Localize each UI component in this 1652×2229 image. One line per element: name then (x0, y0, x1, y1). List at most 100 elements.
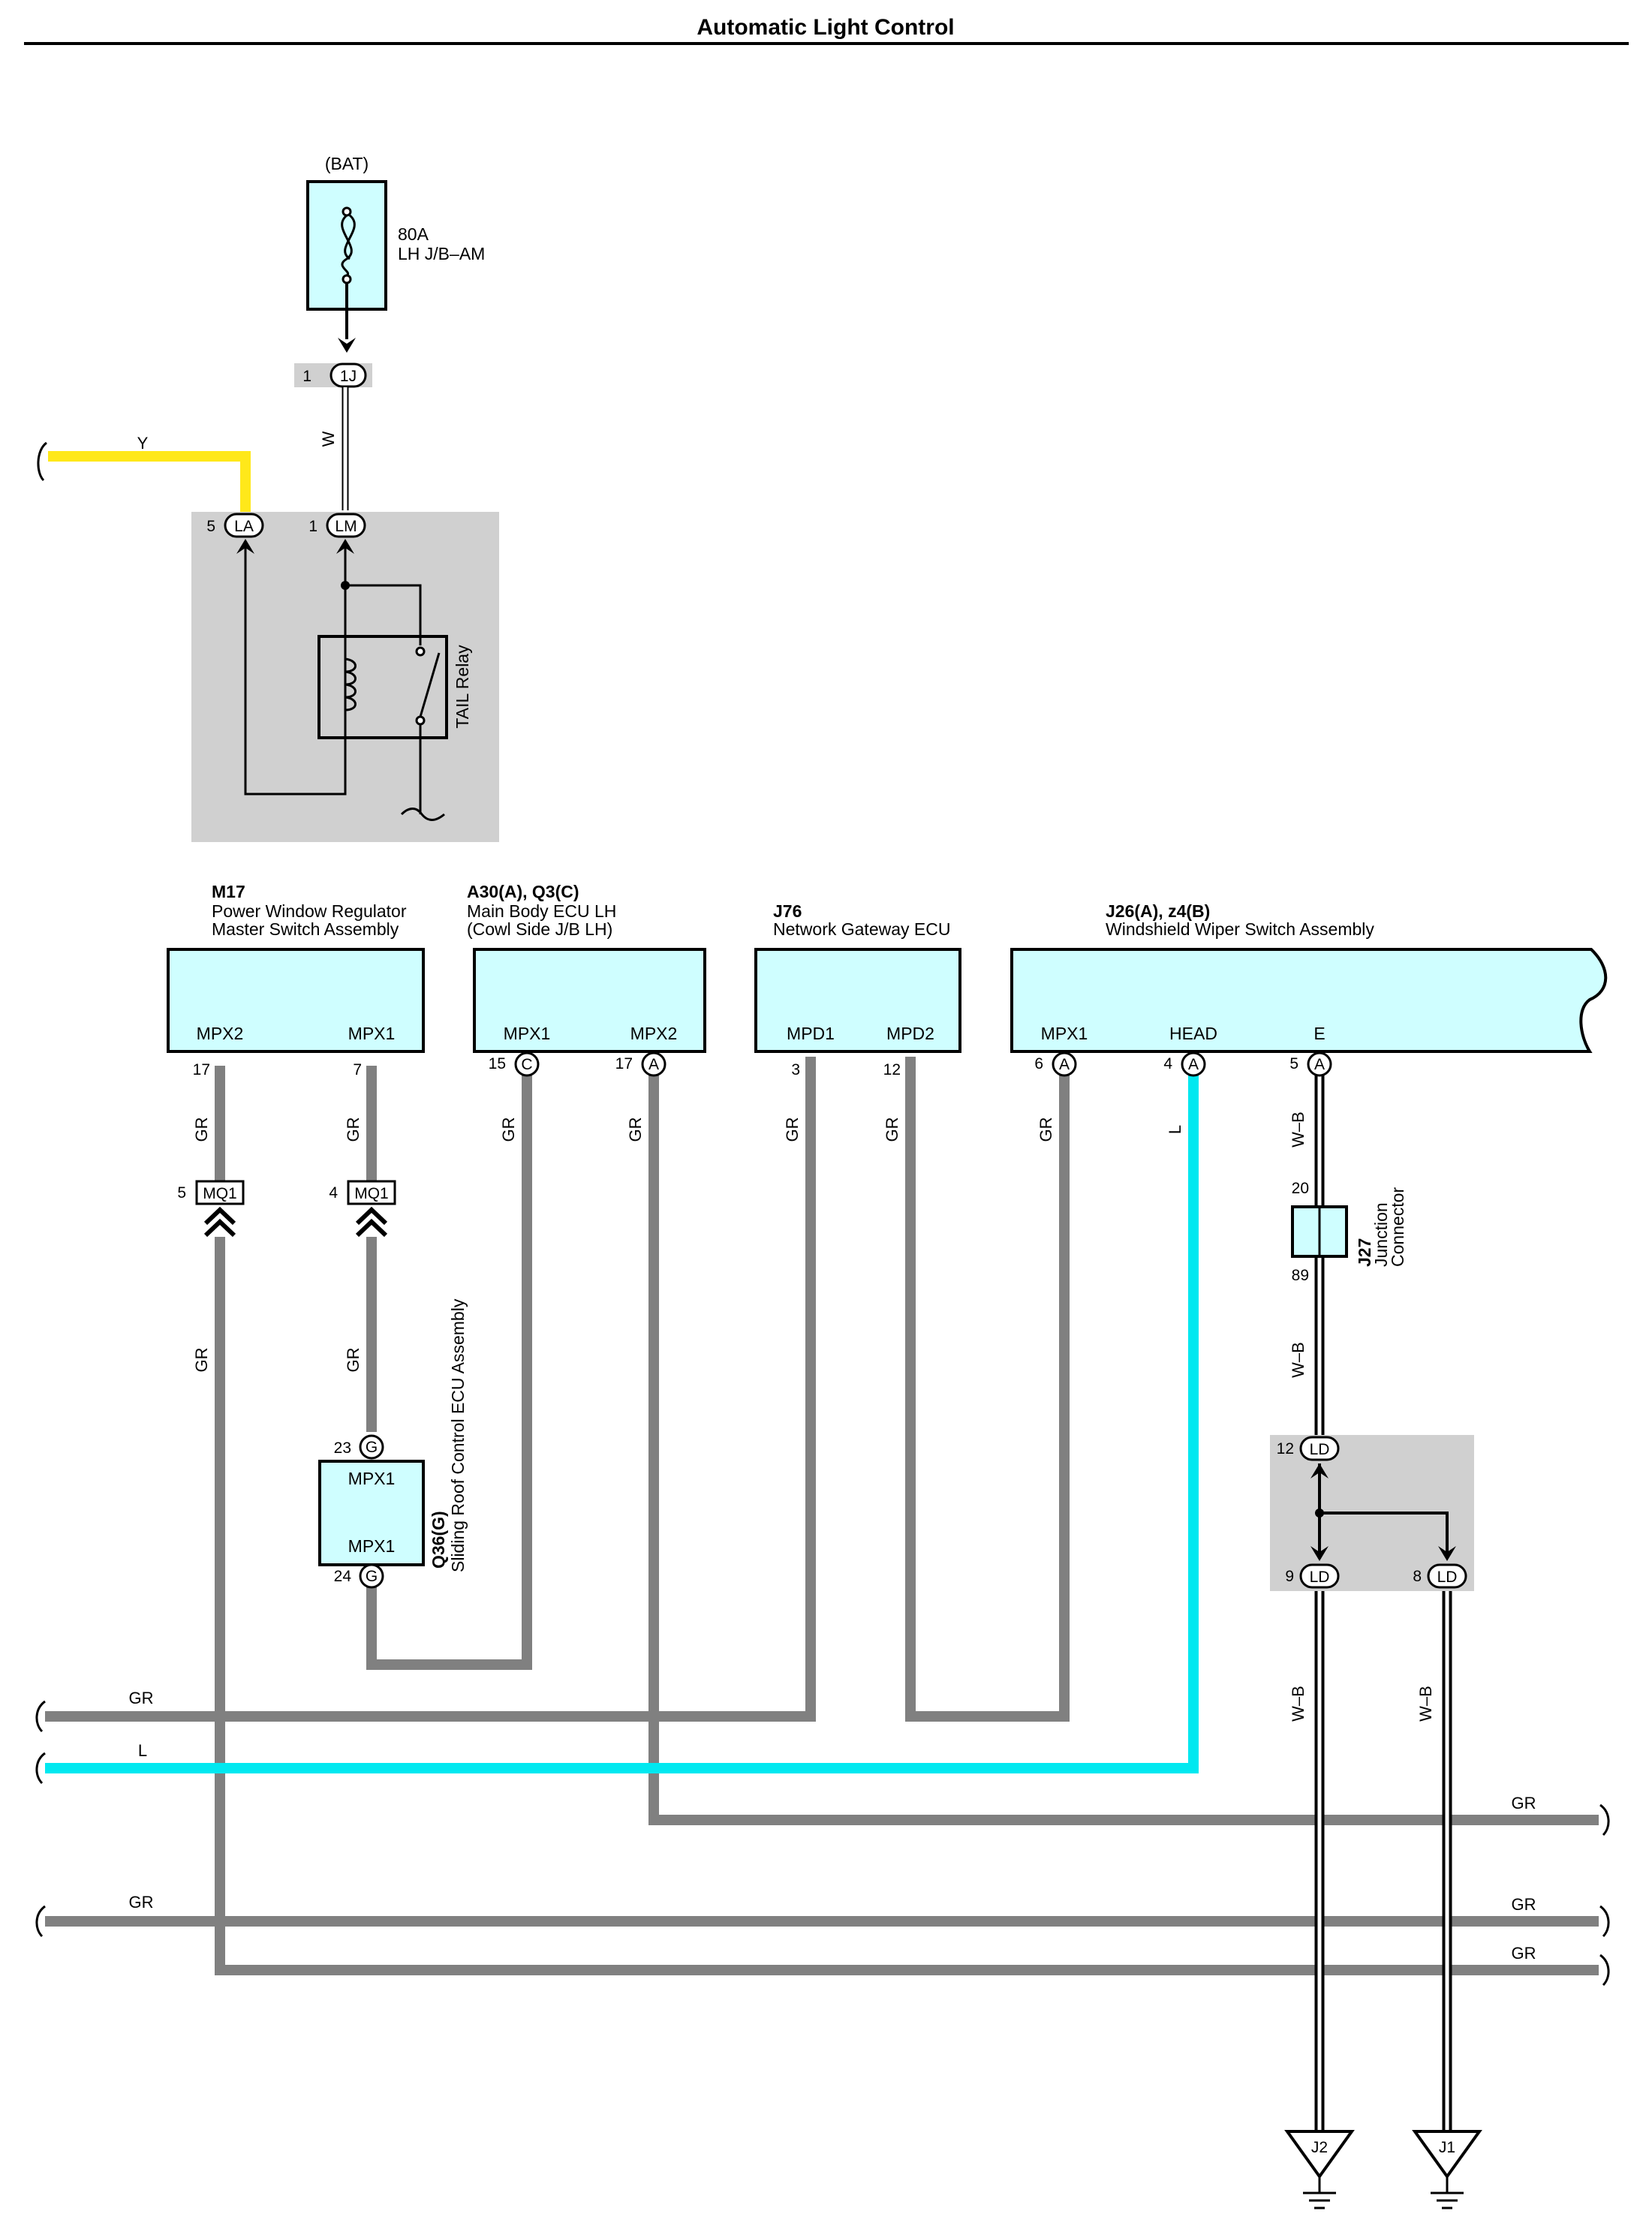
conn-1j (329, 362, 367, 388)
arrow-up-icon (336, 539, 354, 554)
q36-term1: MPX1 (348, 1469, 396, 1488)
a30-term1: MPX1 (504, 1024, 551, 1043)
arrow-down-icon (1438, 1546, 1456, 1561)
ld-id3: LD (1437, 1569, 1458, 1586)
conn-1j-id: 1J (340, 368, 357, 385)
wire-break-icon (400, 808, 445, 821)
chevron-up-icon (203, 1206, 236, 1238)
svg-text:GR: GR (192, 1348, 211, 1373)
svg-text:GR: GR (783, 1118, 802, 1142)
conn-la-pin: 5 (206, 518, 215, 535)
wire-l (45, 1069, 1199, 1773)
conn-mq1-2 (347, 1180, 396, 1205)
j26-conn1: A (1059, 1056, 1070, 1073)
svg-text:GR: GR (1512, 1944, 1536, 1963)
q36-conn1: G (366, 1439, 378, 1456)
j26-code: J26(A), z4(B) (1106, 901, 1210, 921)
j27-name2: Connector (1388, 1187, 1407, 1267)
j76-code: J76 (773, 901, 802, 921)
mq1-pin1: 5 (177, 1184, 186, 1202)
conn-la-id: LA (234, 518, 254, 535)
svg-text:GR: GR (129, 1689, 154, 1707)
ground-icon (1412, 2130, 1482, 2209)
svg-text:GR: GR (192, 1118, 211, 1142)
conn-la (224, 513, 264, 538)
conn-ld-3 (1427, 1563, 1467, 1589)
splice-dot (341, 581, 350, 590)
q36-pin1: 23 (334, 1439, 351, 1457)
relay-name: TAIL Relay (453, 645, 472, 729)
wire-y-label: Y (137, 434, 149, 453)
a30-pin2: 17 (615, 1055, 633, 1072)
gr-wires (45, 1057, 1599, 1975)
svg-text:GR: GR (129, 1893, 154, 1912)
ld-pin1: 12 (1277, 1440, 1294, 1457)
j26-term2: HEAD (1169, 1024, 1217, 1043)
conn-a30-a (641, 1051, 667, 1077)
m17-pin2: 7 (353, 1061, 362, 1078)
m17-name2: Master Switch Assembly (212, 919, 399, 939)
ld-pin2: 9 (1285, 1568, 1294, 1585)
splice-dot (1315, 1509, 1324, 1518)
svg-text:W–B: W–B (1289, 1111, 1307, 1148)
m17-name1: Power Window Regulator (212, 901, 407, 921)
conn-lm (326, 513, 366, 538)
j26-conn3: A (1314, 1056, 1325, 1073)
conn-ld-1 (1299, 1436, 1340, 1461)
q36-term2: MPX1 (348, 1536, 396, 1556)
wire-w-label: W (319, 431, 338, 447)
a30-box (473, 948, 706, 1053)
wire-l-label: L (138, 1741, 147, 1760)
conn-q36-1 (359, 1434, 384, 1460)
j26-pin3: 5 (1289, 1055, 1298, 1072)
j27-code: J27 (1355, 1238, 1374, 1267)
wire-l-label: L (1166, 1125, 1184, 1134)
svg-text:GR: GR (1037, 1118, 1055, 1142)
ground-label-1: J2 (1311, 2139, 1328, 2156)
m17-term2: MPX1 (348, 1024, 396, 1043)
svg-text:W–B: W–B (1416, 1686, 1435, 1722)
a30-term2: MPX2 (630, 1024, 678, 1043)
svg-text:W–B: W–B (1289, 1342, 1307, 1378)
svg-text:GR: GR (1512, 1794, 1536, 1812)
gr-labels: GR GR GR GR GR GR GR GR GR GR GR GR GR G… (129, 1118, 1536, 1963)
conn-ld-2 (1299, 1563, 1340, 1589)
j76-pin1: 3 (791, 1061, 800, 1078)
conn-lm-pin: 1 (308, 518, 317, 535)
ground-icon (1284, 2130, 1355, 2209)
conn-lm-id: LM (335, 518, 357, 535)
m17-pin1: 17 (193, 1061, 210, 1078)
conn-q36-2 (359, 1563, 384, 1589)
chevron-up-icon (355, 1206, 388, 1238)
fuse-rating: 80A (398, 224, 429, 244)
j26-term1: MPX1 (1041, 1024, 1088, 1043)
wire-y (48, 451, 251, 514)
wire-wb (1314, 1072, 1452, 2131)
relay-box (317, 635, 448, 739)
q36-name: Sliding Roof Control ECU Assembly (448, 1298, 468, 1572)
j27-pin2: 89 (1292, 1267, 1309, 1284)
arrow-up-icon (1310, 1463, 1329, 1478)
conn-j26-3 (1307, 1051, 1332, 1077)
arrow-down-icon (1310, 1546, 1329, 1561)
a30-code: A30(A), Q3(C) (467, 882, 579, 901)
m17-box (167, 948, 425, 1053)
svg-text:GR: GR (344, 1118, 363, 1142)
j26-conn2: A (1188, 1056, 1199, 1073)
j26-box (1010, 948, 1608, 1053)
fuse-name: LH J/B–AM (398, 244, 485, 263)
a30-name2: (Cowl Side J/B LH) (467, 919, 612, 939)
ld-id1: LD (1310, 1441, 1330, 1458)
conn-1j-pin: 1 (302, 368, 311, 385)
page-title: Automatic Light Control (697, 15, 954, 40)
a30-conn1: C (521, 1056, 532, 1073)
conn-j26-1 (1052, 1051, 1077, 1077)
q36-conn2: G (366, 1568, 378, 1585)
m17-term1: MPX2 (197, 1024, 244, 1043)
svg-text:W–B: W–B (1289, 1686, 1307, 1722)
j26-pin2: 4 (1163, 1055, 1172, 1072)
j27-name1: Junction (1371, 1202, 1391, 1267)
svg-text:GR: GR (626, 1118, 645, 1142)
j27-pin1: 20 (1292, 1180, 1309, 1197)
